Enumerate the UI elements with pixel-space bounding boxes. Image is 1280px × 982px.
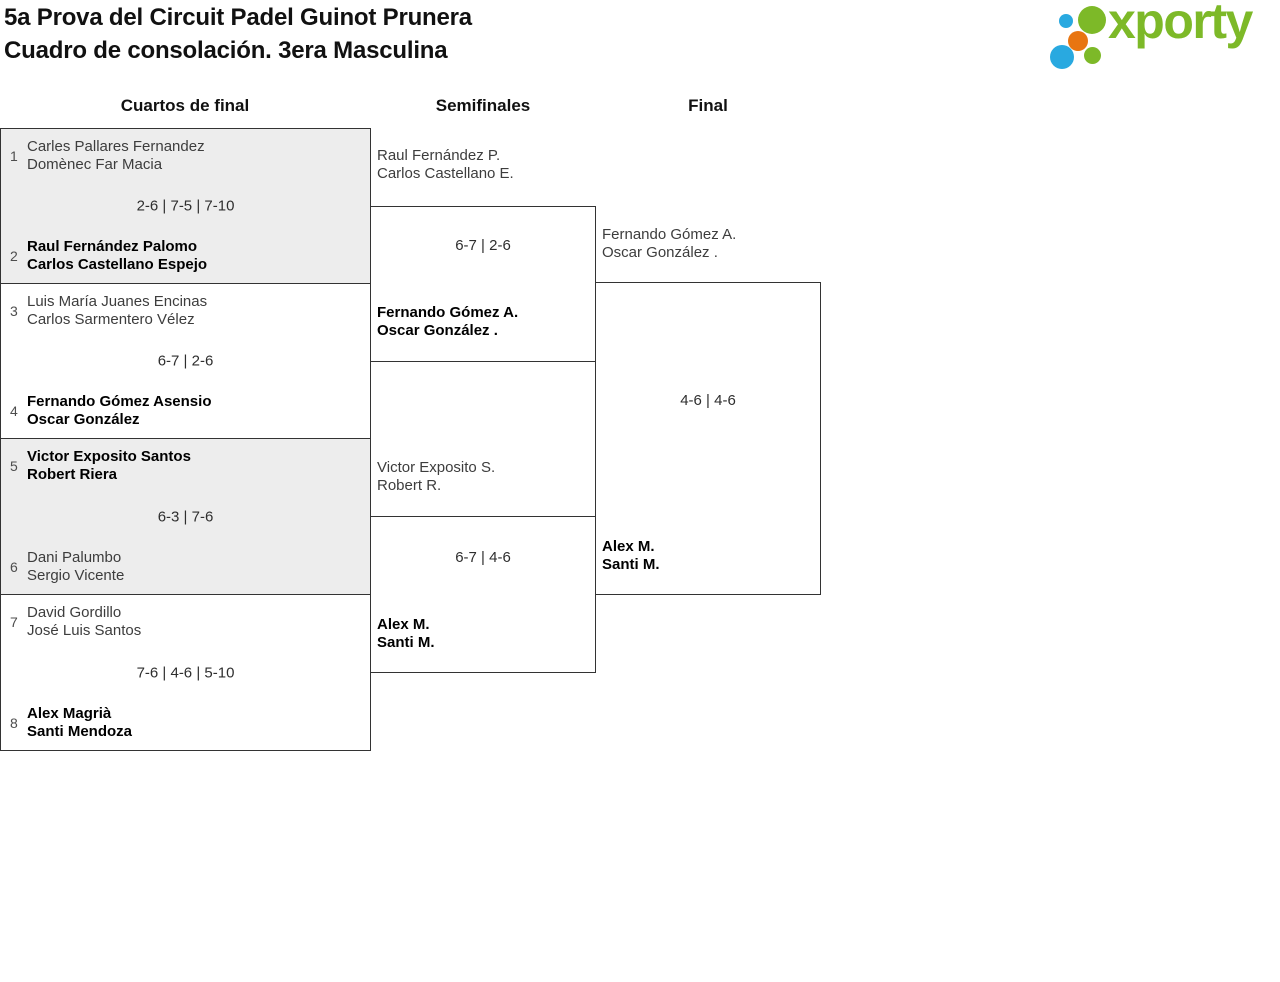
- team-entry: 4 Fernando Gómez Asensio Oscar González: [1, 393, 370, 429]
- match-score: 4-6 | 4-6: [680, 392, 736, 409]
- player-name: Dani Palumbo: [27, 549, 122, 566]
- seed-number: 5: [10, 458, 18, 474]
- team-pair-winner: Alex M. Santi M.: [377, 616, 435, 652]
- player-name: Santi M.: [602, 556, 660, 573]
- team-pair: Luis María Juanes Encinas Carlos Sarment…: [27, 293, 207, 329]
- player-name: Victor Exposito S.: [377, 459, 496, 476]
- team-entry: 7 David Gordillo José Luis Santos: [1, 604, 370, 640]
- player-name: Carlos Sarmentero Vélez: [27, 311, 195, 328]
- page-title: 5a Prova del Circuit Padel Guinot Pruner…: [4, 1, 472, 67]
- player-name: Oscar González .: [602, 244, 718, 261]
- team-pair-winner: Fernando Gómez A. Oscar González .: [377, 304, 518, 340]
- seed-number: 1: [10, 148, 18, 164]
- round-header-quarterfinals: Cuartos de final: [120, 96, 250, 115]
- logo-dot-green-large-icon: [1078, 6, 1106, 34]
- team-entry: 6 Dani Palumbo Sergio Vicente: [1, 549, 370, 585]
- player-name: Alex Magrià: [27, 705, 112, 722]
- player-name: Luis María Juanes Encinas: [27, 293, 208, 310]
- match-score: 6-3 | 7-6: [157, 508, 214, 525]
- player-name: Raul Fernández Palomo: [27, 238, 198, 255]
- logo-dot-green-small-icon: [1084, 47, 1101, 64]
- player-name: Victor Exposito Santos: [27, 448, 191, 465]
- team-pair: Fernando Gómez A. Oscar González .: [602, 226, 736, 262]
- tournament-title: 5a Prova del Circuit Padel Guinot Pruner…: [4, 4, 472, 31]
- match-score: 6-7 | 2-6: [157, 352, 214, 370]
- seed-number: 6: [10, 559, 18, 575]
- logo-dot-blue-small-icon: [1059, 14, 1073, 28]
- player-name: Alex M.: [377, 616, 430, 633]
- player-name: Oscar González .: [377, 322, 498, 339]
- qf-match-1: 1 Carles Pallares Fernandez Domènec Far …: [0, 128, 371, 284]
- qf-match-3: 5 Victor Exposito Santos Robert Riera 6-…: [0, 438, 371, 595]
- player-name: Oscar González: [27, 411, 140, 428]
- seed-number: 8: [10, 715, 18, 731]
- qf-match-2: 3 Luis María Juanes Encinas Carlos Sarme…: [0, 283, 371, 439]
- final-match-box: [595, 282, 821, 595]
- player-name: Robert R.: [377, 477, 442, 494]
- player-name: Sergio Vicente: [27, 567, 125, 584]
- xporty-logo-text: xporty: [1108, 0, 1253, 49]
- player-name: Domènec Far Macia: [27, 156, 163, 173]
- player-name: Carlos Castellano Espejo: [27, 256, 208, 273]
- match-score: 2-6 | 7-5 | 7-10: [136, 197, 235, 215]
- player-name: Fernando Gómez Asensio: [27, 393, 212, 410]
- logo-dot-orange-icon: [1068, 31, 1088, 51]
- round-header-semifinals: Semifinales: [435, 96, 531, 115]
- xporty-logo[interactable]: xporty: [1045, 0, 1275, 86]
- seed-number: 2: [10, 248, 18, 264]
- player-name: Fernando Gómez A.: [377, 304, 519, 321]
- team-pair: Raul Fernández P. Carlos Castellano E.: [377, 147, 514, 183]
- team-entry: 5 Victor Exposito Santos Robert Riera: [1, 448, 370, 484]
- team-pair: Victor Exposito S. Robert R.: [377, 459, 495, 495]
- team-entry: 8 Alex Magrià Santi Mendoza: [1, 705, 370, 741]
- team-pair: Carles Pallares Fernandez Domènec Far Ma…: [27, 138, 205, 174]
- player-name: Raul Fernández P.: [377, 147, 501, 164]
- player-name: Fernando Gómez A.: [602, 226, 737, 243]
- match-score: 6-7 | 4-6: [455, 549, 511, 566]
- team-entry: 2 Raul Fernández Palomo Carlos Castellan…: [1, 238, 370, 274]
- player-name: Alex M.: [602, 538, 655, 555]
- team-pair-winner: Fernando Gómez Asensio Oscar González: [27, 393, 211, 429]
- team-pair-winner: Alex M. Santi M.: [602, 538, 660, 574]
- match-score: 7-6 | 4-6 | 5-10: [136, 664, 235, 681]
- team-entry: 3 Luis María Juanes Encinas Carlos Sarme…: [1, 293, 370, 329]
- team-entry: 1 Carles Pallares Fernandez Domènec Far …: [1, 138, 370, 174]
- player-name: Carlos Castellano E.: [377, 165, 514, 182]
- round-header-final: Final: [688, 96, 728, 115]
- player-name: David Gordillo: [27, 604, 122, 621]
- bracket-subtitle: Cuadro de consolación. 3era Masculina: [4, 37, 448, 64]
- logo-dot-blue-large-icon: [1050, 45, 1074, 69]
- player-name: Santi M.: [377, 634, 435, 651]
- qf-match-4: 7 David Gordillo José Luis Santos 7-6 | …: [0, 594, 371, 751]
- seed-number: 3: [10, 303, 18, 319]
- player-name: Santi Mendoza: [27, 723, 133, 740]
- team-pair-winner: Alex Magrià Santi Mendoza: [27, 705, 132, 741]
- seed-number: 7: [10, 614, 18, 630]
- player-name: José Luis Santos: [27, 622, 142, 639]
- team-pair: David Gordillo José Luis Santos: [27, 604, 141, 640]
- team-pair: Dani Palumbo Sergio Vicente: [27, 549, 124, 585]
- team-pair-winner: Raul Fernández Palomo Carlos Castellano …: [27, 238, 207, 274]
- player-name: Carles Pallares Fernandez: [27, 138, 205, 155]
- team-pair-winner: Victor Exposito Santos Robert Riera: [27, 448, 191, 484]
- player-name: Robert Riera: [27, 466, 118, 483]
- match-score: 6-7 | 2-6: [455, 237, 511, 254]
- seed-number: 4: [10, 403, 18, 419]
